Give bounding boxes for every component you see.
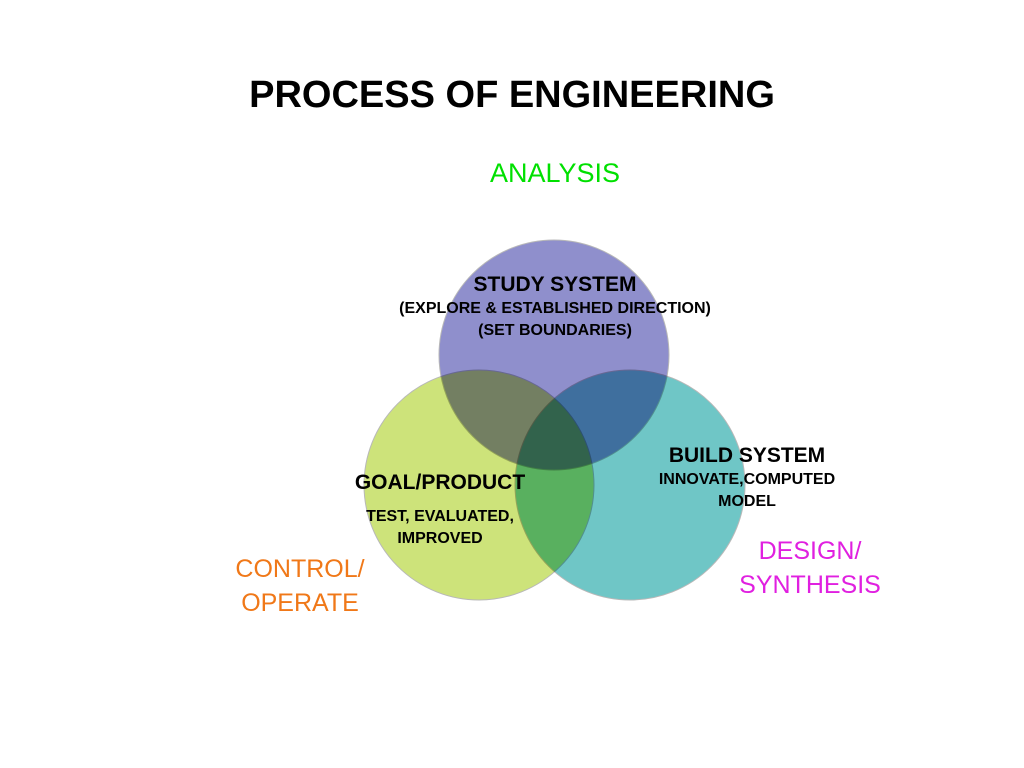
goal-product-heading: GOAL/PRODUCT (354, 471, 526, 494)
goal-product-text: GOAL/PRODUCT TEST, EVALUATED, IMPROVED (320, 470, 560, 550)
goal-product-line-1: TEST, EVALUATED, (366, 508, 514, 525)
build-system-line-2: MODEL (718, 493, 776, 510)
control-label-line-1: CONTROL/ (235, 555, 365, 583)
study-system-circle (438, 239, 670, 471)
design-label-line-2: SYNTHESIS (739, 571, 881, 599)
study-system-line-1: (EXPLORE & ESTABLISHED DIRECTION) (399, 300, 711, 317)
slide-title: PROCESS OF ENGINEERING (249, 74, 775, 116)
build-system-line-1: INNOVATE,COMPUTED (658, 471, 836, 488)
control-operate-label: CONTROL/ OPERATE (212, 552, 388, 620)
study-system-heading: STUDY SYSTEM (473, 273, 637, 296)
study-system-line-2: (SET BOUNDARIES) (478, 322, 632, 339)
goal-product-line-2: IMPROVED (397, 530, 483, 547)
study-system-text: STUDY SYSTEM (EXPLORE & ESTABLISHED DIRE… (340, 272, 770, 342)
design-synthesis-label: DESIGN/ SYNTHESIS (718, 534, 902, 602)
build-system-heading: BUILD SYSTEM (668, 444, 826, 467)
design-label-line-1: DESIGN/ (758, 537, 862, 565)
build-system-text: BUILD SYSTEM INNOVATE,COMPUTED MODEL (622, 443, 872, 513)
control-label-line-2: OPERATE (241, 589, 359, 617)
analysis-label: ANALYSIS (489, 158, 621, 188)
